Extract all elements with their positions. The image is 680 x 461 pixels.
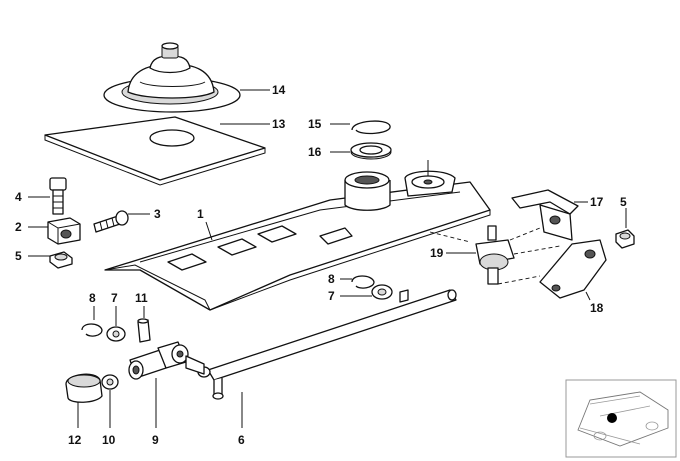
part-3-screw[interactable] [93, 210, 129, 233]
callout-7-left: 7 [111, 291, 118, 305]
guide-lines-right [429, 227, 561, 285]
part-15-circlip[interactable] [351, 120, 391, 135]
callout-13: 13 [272, 117, 286, 131]
part-11-pin[interactable] [137, 318, 151, 343]
callout-6: 6 [238, 433, 245, 447]
part-8-clip-left[interactable] [81, 323, 103, 337]
part-13-plate[interactable] [44, 116, 266, 186]
part-4-bolt[interactable] [49, 177, 67, 215]
part-17-bracket[interactable] [511, 189, 579, 241]
callout-8-left: 8 [89, 291, 96, 305]
part-1-shift-plate[interactable] [104, 170, 491, 311]
part-2-clamp[interactable] [47, 217, 81, 245]
part-8-clip-middle[interactable] [351, 275, 375, 289]
part-6-shift-rod[interactable] [197, 289, 457, 400]
callout-3: 3 [154, 207, 161, 221]
callout-12: 12 [68, 433, 82, 447]
car-silhouette-icon [565, 379, 677, 458]
part-5-nut-right[interactable] [615, 229, 635, 249]
part-16-bushing[interactable] [350, 142, 392, 160]
callout-8-middle: 8 [328, 272, 335, 286]
callout-11: 11 [135, 291, 148, 305]
part-7-washer-middle[interactable] [371, 284, 393, 300]
part-7-washer-left[interactable] [106, 326, 126, 342]
part-18-bracket[interactable] [539, 239, 607, 299]
callout-17: 17 [590, 195, 604, 209]
part-5-nut-left[interactable] [49, 251, 73, 269]
part-14-rubber-boot[interactable] [103, 42, 241, 113]
callout-4: 4 [15, 190, 22, 204]
callout-16: 16 [308, 145, 322, 159]
part-12-sleeve[interactable] [65, 373, 103, 403]
part-19-mount[interactable] [475, 225, 515, 285]
part-9-coupling[interactable] [128, 341, 205, 380]
callout-5-right: 5 [620, 195, 627, 209]
callout-2: 2 [15, 220, 22, 234]
callout-1: 1 [197, 207, 204, 221]
callout-10: 10 [102, 433, 116, 447]
callout-9: 9 [152, 433, 159, 447]
callout-19: 19 [430, 246, 444, 260]
callout-14: 14 [272, 83, 286, 97]
callout-15: 15 [308, 117, 322, 131]
part-10-bushing[interactable] [101, 374, 119, 390]
callout-18: 18 [590, 301, 604, 315]
callout-5-left: 5 [15, 249, 22, 263]
callout-7-middle: 7 [328, 289, 335, 303]
